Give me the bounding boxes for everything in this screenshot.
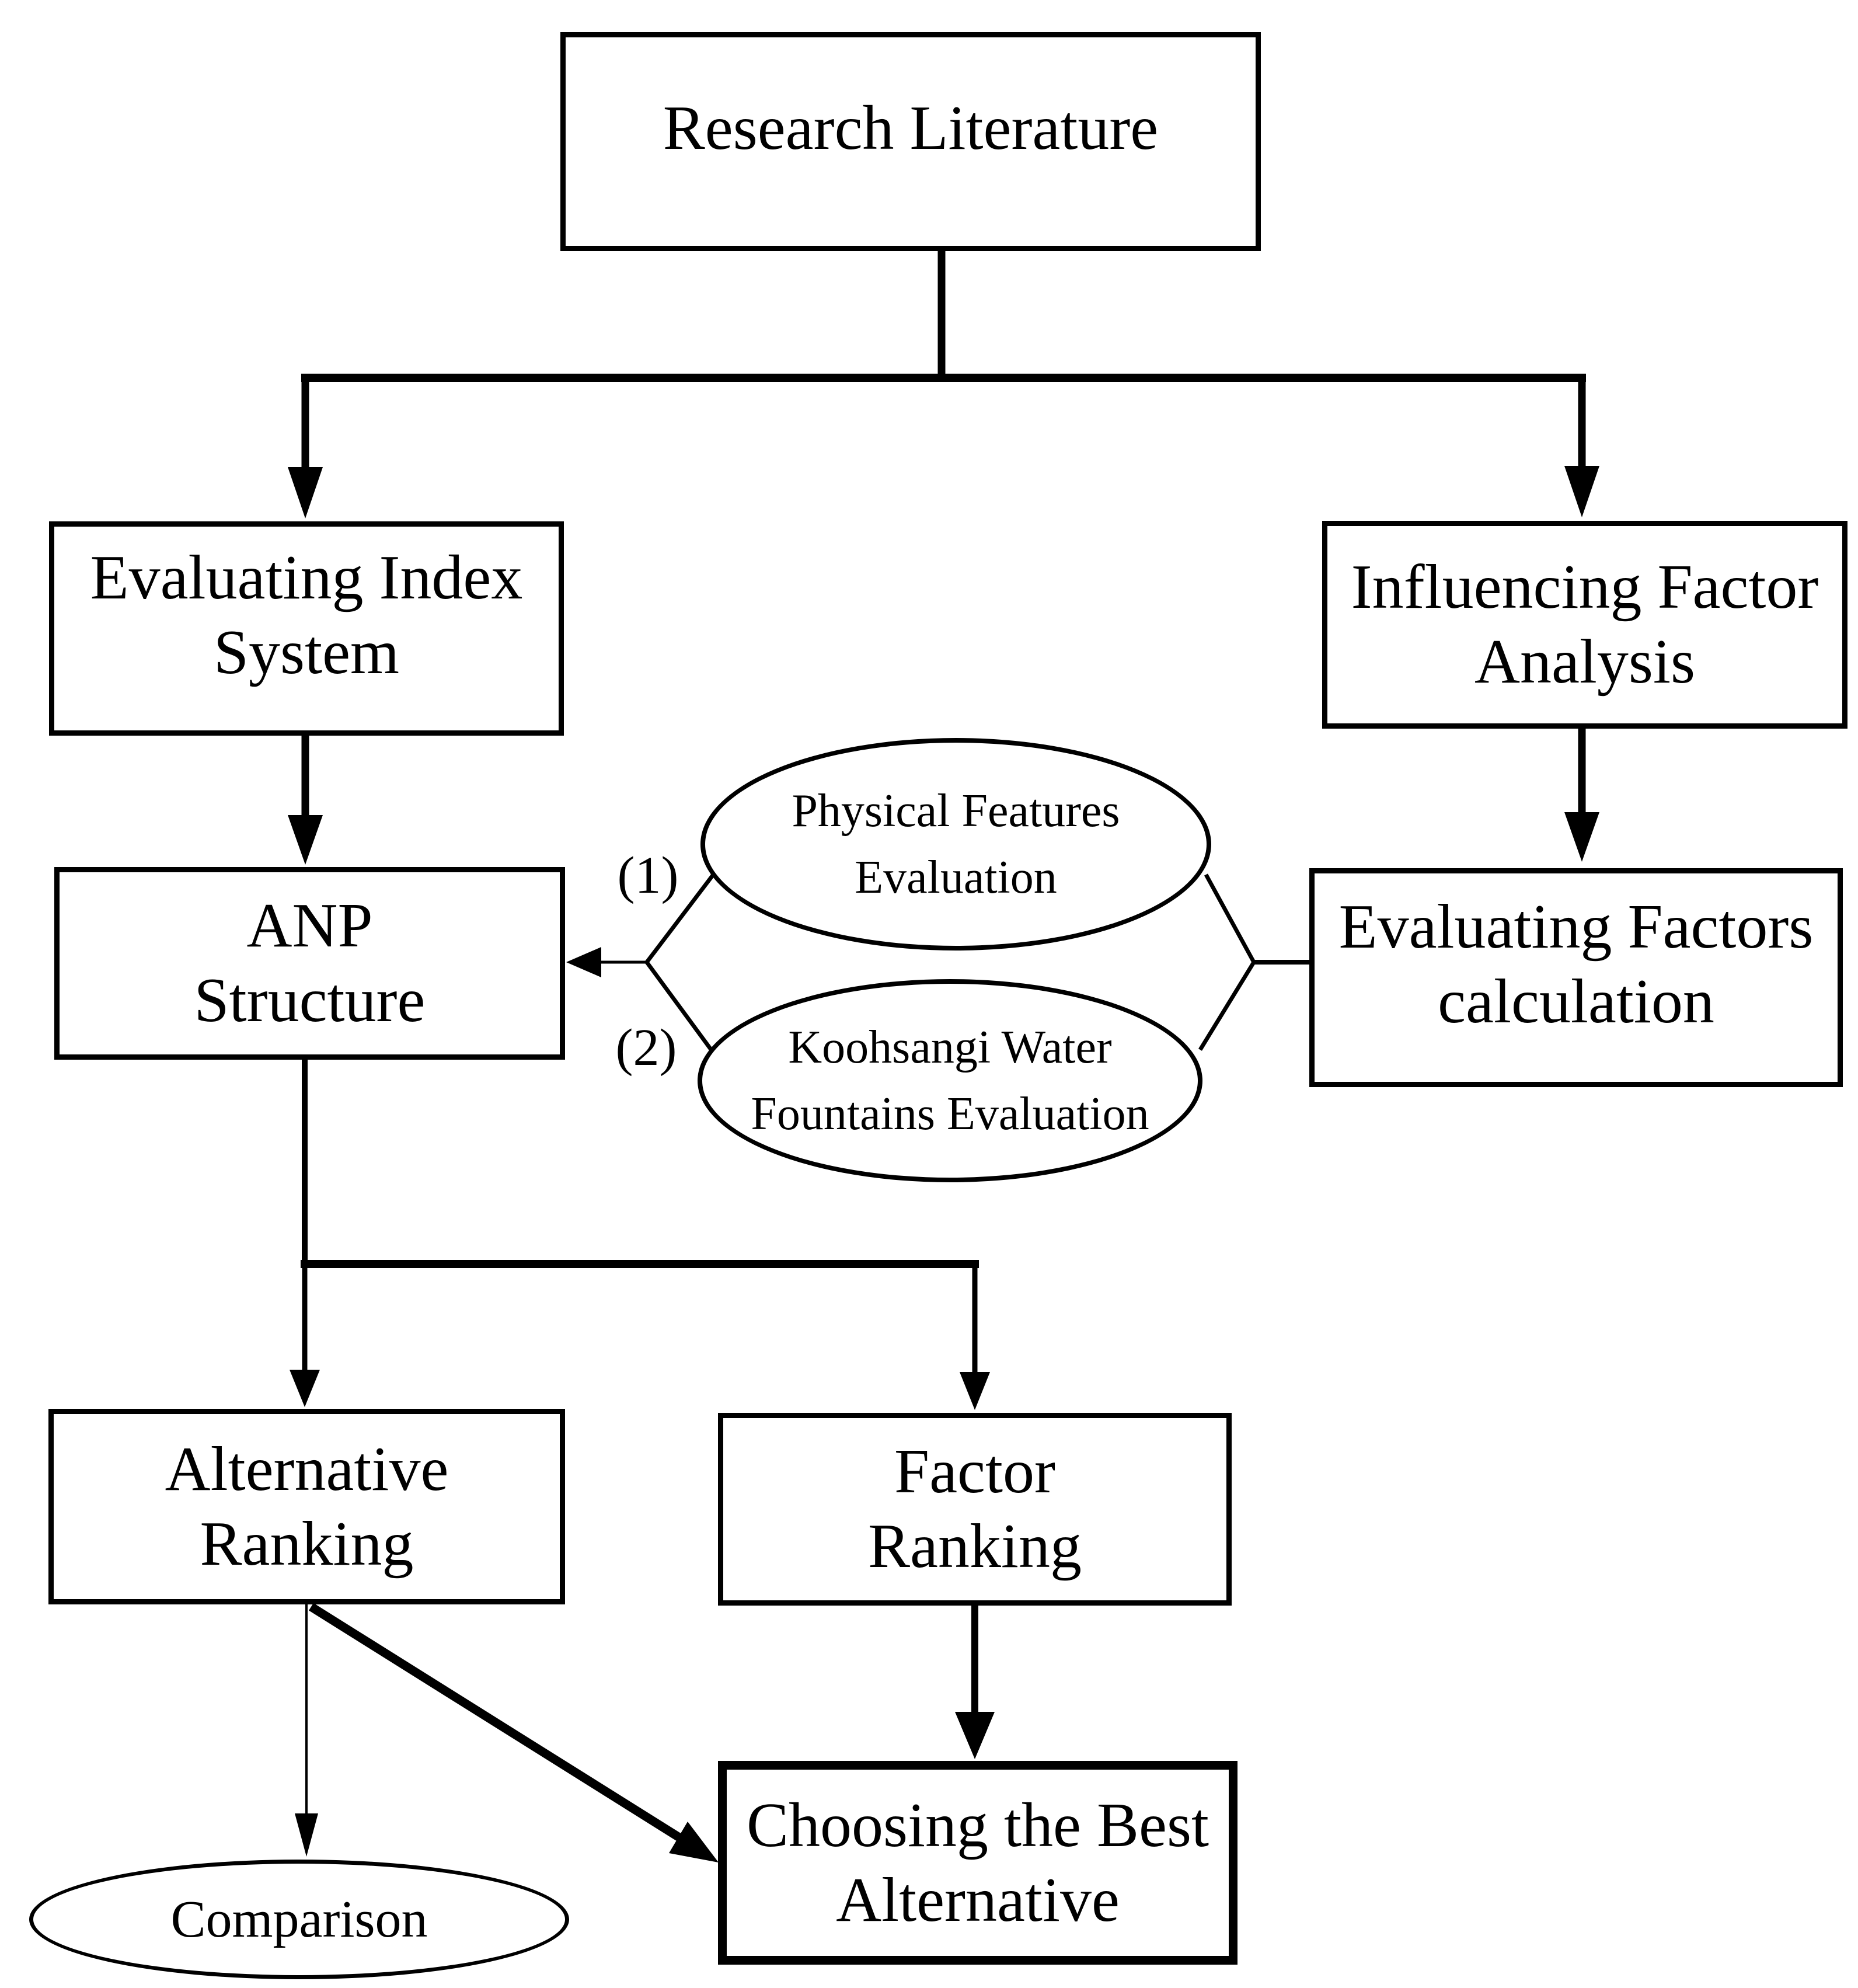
node-physical-features-evaluation-line1: Physical Features xyxy=(792,785,1120,837)
arrow-evaluating-index-to-anp xyxy=(288,736,323,865)
node-choosing-the-best-alternative-line1: Choosing the Best xyxy=(746,1790,1209,1860)
node-koohsangi-water-fountains-evaluation-line2: Fountains Evaluation xyxy=(751,1088,1149,1140)
node-alternative-ranking-line1: Alternative xyxy=(165,1434,449,1504)
node-physical-features-evaluation: Physical Features Evaluation xyxy=(700,738,1211,951)
arrow-influencing-to-evaluating-factors xyxy=(1564,727,1599,862)
node-research-literature-label: Research Literature xyxy=(663,93,1159,163)
node-anp-structure-line1: ANP xyxy=(246,891,373,960)
node-alternative-ranking: Alternative Ranking xyxy=(48,1409,565,1604)
node-anp-structure-line2: Structure xyxy=(194,966,426,1035)
node-koohsangi-water-fountains-evaluation-line1: Koohsangi Water xyxy=(788,1022,1112,1073)
arrow-branch-to-influencing-factor xyxy=(1564,374,1599,517)
node-evaluating-index-system-line2: System xyxy=(213,618,400,687)
node-evaluating-index-system-line1: Evaluating Index xyxy=(90,543,523,612)
connector-label-2: (2) xyxy=(615,1019,677,1077)
connector-label-1: (1) xyxy=(617,847,679,904)
node-physical-features-evaluation-line2: Evaluation xyxy=(855,852,1057,903)
node-comparison: Comparison xyxy=(29,1860,569,1979)
node-research-literature: Research Literature xyxy=(560,32,1261,251)
node-choosing-the-best-alternative: Choosing the Best Alternative xyxy=(718,1761,1237,1965)
node-evaluating-factors-calculation-line2: calculation xyxy=(1438,967,1714,1036)
node-influencing-factor-analysis-line1: Influencing Factor xyxy=(1351,552,1819,622)
node-comparison-label: Comparison xyxy=(170,1890,428,1948)
node-evaluating-index-system: Evaluating Index System xyxy=(49,521,564,736)
node-evaluating-factors-calculation: Evaluating Factors calculation xyxy=(1309,868,1843,1087)
arrow-alternative-to-choosing xyxy=(309,1603,719,1862)
node-evaluating-factors-calculation-line1: Evaluating Factors xyxy=(1338,892,1814,962)
node-koohsangi-water-fountains-evaluation: Koohsangi Water Fountains Evaluation xyxy=(698,979,1202,1182)
node-influencing-factor-analysis-line2: Analysis xyxy=(1474,627,1695,697)
arrow-research-to-branch xyxy=(301,251,1586,382)
node-anp-structure: ANP Structure xyxy=(54,867,565,1060)
arrow-factor-to-choosing xyxy=(955,1606,995,1759)
arrow-alternative-to-comparison xyxy=(295,1604,318,1857)
node-factor-ranking: Factor Ranking xyxy=(718,1413,1232,1606)
node-factor-ranking-line1: Factor xyxy=(894,1437,1055,1506)
node-influencing-factor-analysis: Influencing Factor Analysis xyxy=(1322,521,1847,729)
node-factor-ranking-line2: Ranking xyxy=(868,1512,1082,1581)
arrow-anp-to-rankings xyxy=(290,1060,990,1410)
node-choosing-the-best-alternative-line2: Alternative xyxy=(836,1865,1120,1935)
arrow-branch-to-evaluating-index xyxy=(288,374,323,518)
connector-evaluating-factors-to-anp xyxy=(566,868,1312,1054)
node-alternative-ranking-line2: Ranking xyxy=(200,1509,414,1579)
